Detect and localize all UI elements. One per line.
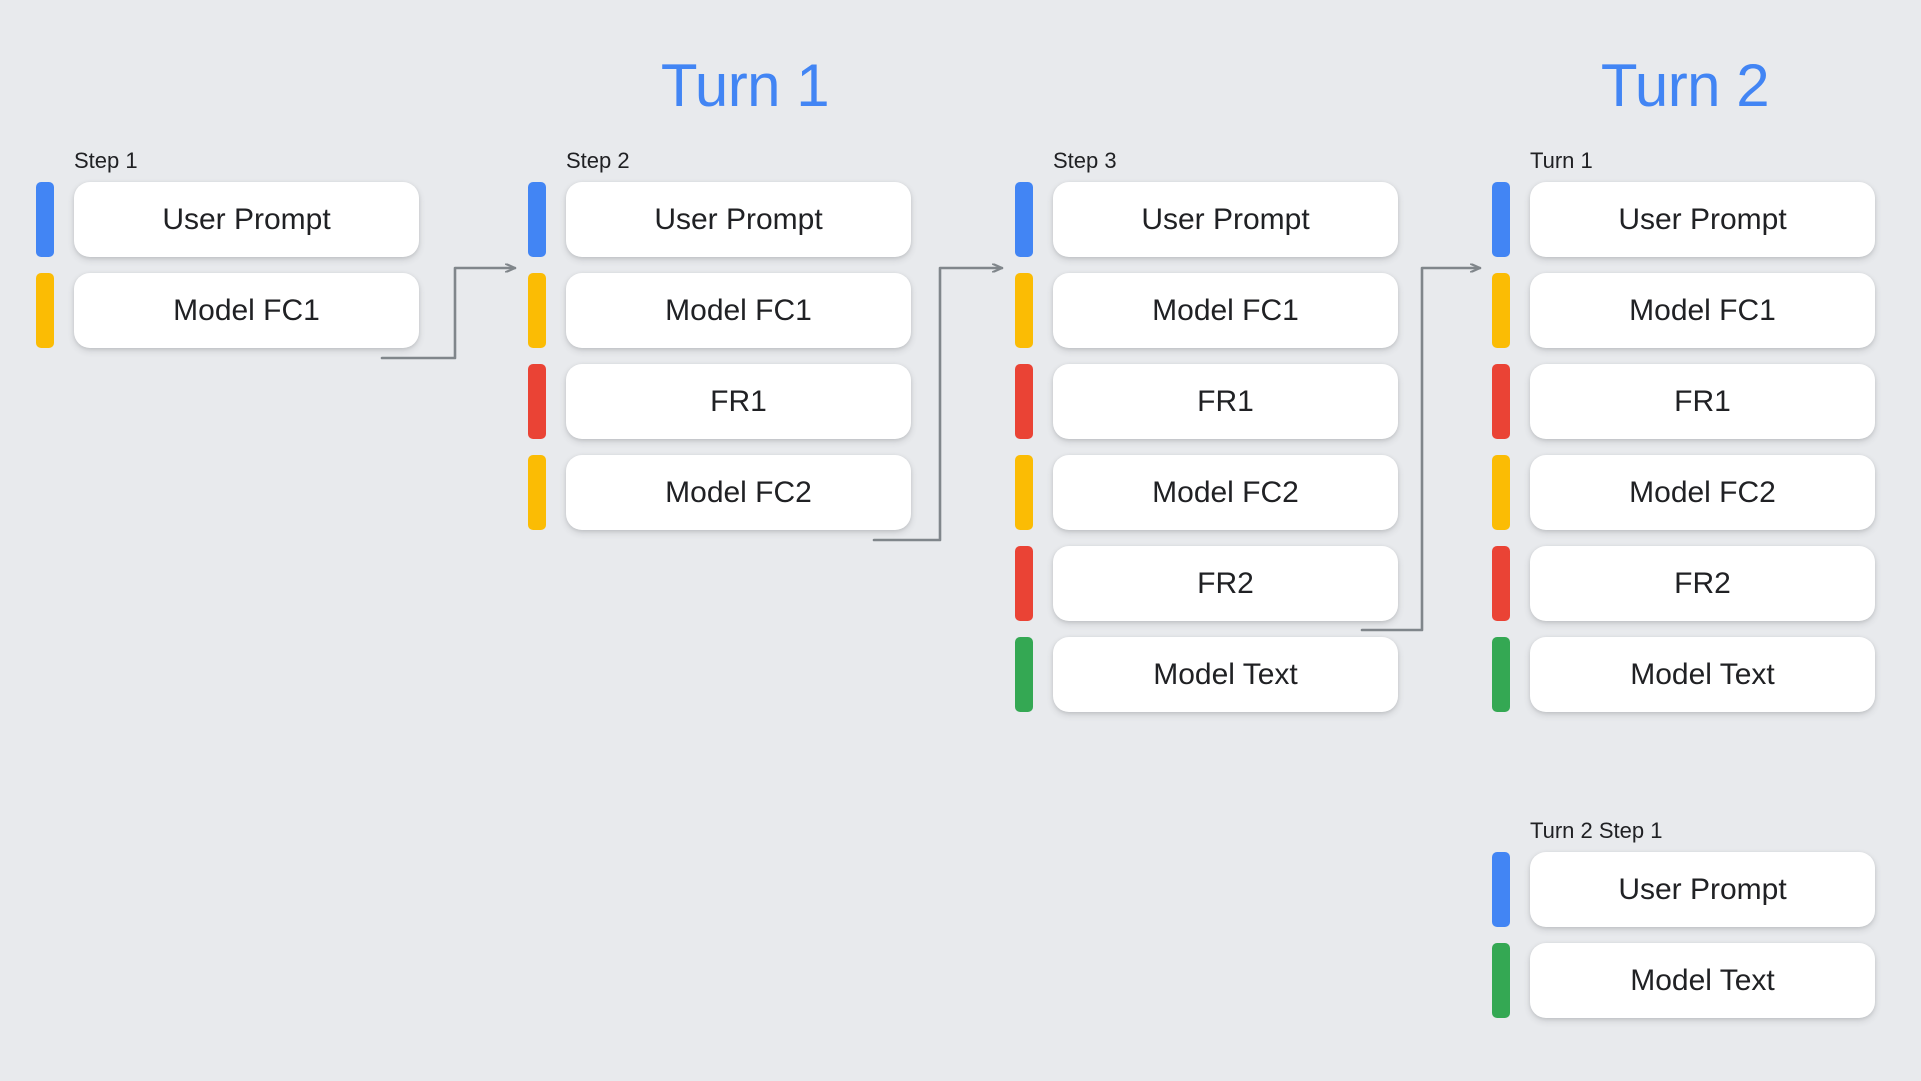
message-card[interactable]: FR2	[1530, 546, 1875, 621]
message-card[interactable]: Model FC2	[1530, 455, 1875, 530]
card-label: Model Text	[1630, 657, 1775, 691]
card-label: Model FC1	[1152, 293, 1299, 327]
card-label: User Prompt	[1618, 202, 1787, 236]
message-card[interactable]: FR1	[1530, 364, 1875, 439]
column-label-step-2: Step 2	[566, 148, 630, 173]
card-label: Model FC1	[665, 293, 812, 327]
card-label: Model Text	[1630, 963, 1775, 997]
column-label-turn2-turn-1: Turn 1	[1530, 148, 1593, 173]
turn-1-title: Turn 1	[660, 52, 830, 119]
card-label: Model FC2	[1629, 475, 1776, 509]
card-label: Model Text	[1153, 657, 1298, 691]
color-bar-yellow	[36, 273, 54, 348]
card-label: User Prompt	[1618, 872, 1787, 906]
color-bar-green	[1492, 943, 1510, 1018]
card-label: User Prompt	[654, 202, 823, 236]
message-card[interactable]: Model Text	[1530, 637, 1875, 712]
message-card[interactable]: FR2	[1053, 546, 1398, 621]
message-card[interactable]: FR1	[566, 364, 911, 439]
message-card[interactable]: Model FC1	[1053, 273, 1398, 348]
message-card[interactable]: User Prompt	[1053, 182, 1398, 257]
card-label: FR2	[1197, 566, 1254, 600]
color-bar-blue	[1492, 182, 1510, 257]
message-card[interactable]: Model Text	[1053, 637, 1398, 712]
card-label: FR2	[1674, 566, 1731, 600]
card-label: Model FC2	[665, 475, 812, 509]
color-bar-red	[1492, 364, 1510, 439]
column-label-step-3: Step 3	[1053, 148, 1117, 173]
color-bar-red	[528, 364, 546, 439]
color-bar-blue	[1015, 182, 1033, 257]
message-card[interactable]: User Prompt	[566, 182, 911, 257]
color-bar-yellow	[528, 273, 546, 348]
message-card[interactable]: FR1	[1053, 364, 1398, 439]
message-card[interactable]: Model Text	[1530, 943, 1875, 1018]
turn-2-title: Turn 2	[1600, 52, 1770, 119]
color-bar-yellow	[1492, 455, 1510, 530]
color-bar-blue	[1492, 852, 1510, 927]
card-label: User Prompt	[1141, 202, 1310, 236]
message-card[interactable]: User Prompt	[1530, 182, 1875, 257]
message-card[interactable]: Model FC1	[1530, 273, 1875, 348]
color-bar-yellow	[528, 455, 546, 530]
color-bar-blue	[528, 182, 546, 257]
column-label-turn2-step-1: Turn 2 Step 1	[1530, 818, 1663, 843]
message-card[interactable]: Model FC2	[1053, 455, 1398, 530]
card-label: Model FC2	[1152, 475, 1299, 509]
card-label: Model FC1	[1629, 293, 1776, 327]
color-bar-red	[1015, 546, 1033, 621]
color-bar-yellow	[1015, 273, 1033, 348]
card-label: FR1	[1197, 384, 1254, 418]
message-card[interactable]: User Prompt	[74, 182, 419, 257]
card-label: Model FC1	[173, 293, 320, 327]
message-card[interactable]: User Prompt	[1530, 852, 1875, 927]
card-label: FR1	[1674, 384, 1731, 418]
message-card[interactable]: Model FC2	[566, 455, 911, 530]
message-card[interactable]: Model FC1	[74, 273, 419, 348]
message-card[interactable]: Model FC1	[566, 273, 911, 348]
column-label-step-1: Step 1	[74, 148, 138, 173]
color-bar-yellow	[1492, 273, 1510, 348]
card-label: FR1	[710, 384, 767, 418]
color-bar-green	[1015, 637, 1033, 712]
color-bar-red	[1492, 546, 1510, 621]
card-label: User Prompt	[162, 202, 331, 236]
color-bar-green	[1492, 637, 1510, 712]
color-bar-yellow	[1015, 455, 1033, 530]
color-bar-red	[1015, 364, 1033, 439]
color-bar-blue	[36, 182, 54, 257]
